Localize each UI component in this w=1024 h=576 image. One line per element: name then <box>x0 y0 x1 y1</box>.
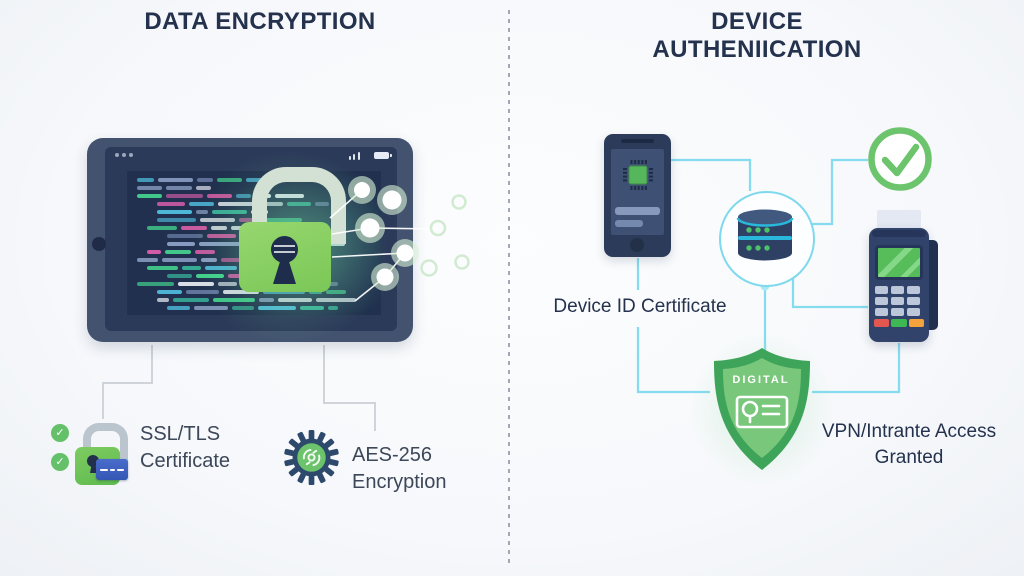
card-dash <box>110 469 115 471</box>
keyhole-detail <box>274 251 295 253</box>
smartphone-icon <box>604 134 671 257</box>
green-key <box>891 319 907 327</box>
card-dash <box>117 469 124 471</box>
connector-tablet-to-ssl <box>102 345 153 419</box>
terminal-keypad <box>875 286 922 316</box>
red-key <box>874 319 890 327</box>
aes-label-line1: AES-256 <box>352 444 433 466</box>
signal-icon <box>349 156 351 160</box>
ssl-keyhole-stem <box>90 464 97 473</box>
status-icons <box>349 151 392 160</box>
aes-label: AES-256 Encryption <box>352 442 447 496</box>
tablet-camera-button <box>92 237 106 251</box>
orange-key <box>908 319 924 327</box>
vpn-label: VPN/Intrante Access Granted <box>813 419 1005 471</box>
keypad-key <box>891 286 904 294</box>
ssl-lock-shackle <box>83 423 128 461</box>
pos-terminal-icon <box>869 228 929 342</box>
status-dot <box>115 153 119 157</box>
shield-icon <box>714 348 810 470</box>
keypad-key <box>875 286 888 294</box>
check-circle-icon: ✓ <box>51 424 69 442</box>
checkmark-icon <box>868 127 932 191</box>
status-dot <box>129 153 133 157</box>
id-card-icon <box>735 395 789 429</box>
right-panel-title: DEVICE AUTHENIICATION <box>652 8 862 63</box>
keypad-key <box>907 308 920 316</box>
aes-label-line2: Encryption <box>352 471 447 493</box>
keypad-key <box>875 297 888 305</box>
keypad-key <box>875 308 888 316</box>
panel-divider <box>508 10 510 566</box>
connector-tablet-to-aes <box>323 345 376 431</box>
connector-database-to-check <box>810 158 868 226</box>
phone-text-bar <box>615 220 643 227</box>
keypad-key <box>891 308 904 316</box>
ssl-label-line2: Certificate <box>140 450 231 472</box>
signal-icon <box>358 152 360 160</box>
connector-phone-to-database <box>671 158 752 191</box>
ssl-label: SSL/TLS Certificate <box>140 421 230 475</box>
keypad-key <box>907 297 920 305</box>
check-circle-icon: ✓ <box>51 453 69 471</box>
vpn-label-line2: Granted <box>874 447 944 468</box>
phone-speaker <box>621 139 654 143</box>
connector-shield-to-terminal <box>812 343 901 394</box>
keypad-key <box>907 286 920 294</box>
terminal-screen <box>875 245 923 280</box>
ssl-label-line1: SSL/TLS <box>140 423 221 445</box>
device-id-label: Device ID Certificate <box>553 296 727 317</box>
card-dash <box>100 469 108 471</box>
left-panel-title: DATA ENCRYPTION <box>144 8 376 35</box>
phone-screen <box>611 149 664 235</box>
phone-text-bar <box>615 207 660 215</box>
keyhole <box>271 236 298 263</box>
keypad-key <box>891 297 904 305</box>
network-nodes-icon <box>329 176 470 302</box>
vpn-label-line1: VPN/Intrante Access <box>821 421 997 442</box>
database-icon <box>736 209 794 261</box>
shield-label: DIGITAL <box>732 374 790 386</box>
connector-database-to-terminal <box>791 272 868 309</box>
battery-icon <box>374 152 392 159</box>
signal-icon <box>353 154 355 160</box>
phone-home-button <box>630 238 644 252</box>
status-dot <box>122 153 126 157</box>
aes-gear-icon <box>284 429 339 486</box>
certificate-card-icon <box>96 459 128 480</box>
connector-label-to-shield <box>636 327 710 394</box>
cpu-chip-icon <box>623 160 653 190</box>
keyhole-detail <box>274 245 295 247</box>
receipt-slot <box>872 230 926 237</box>
terminal-function-keys <box>874 319 924 327</box>
